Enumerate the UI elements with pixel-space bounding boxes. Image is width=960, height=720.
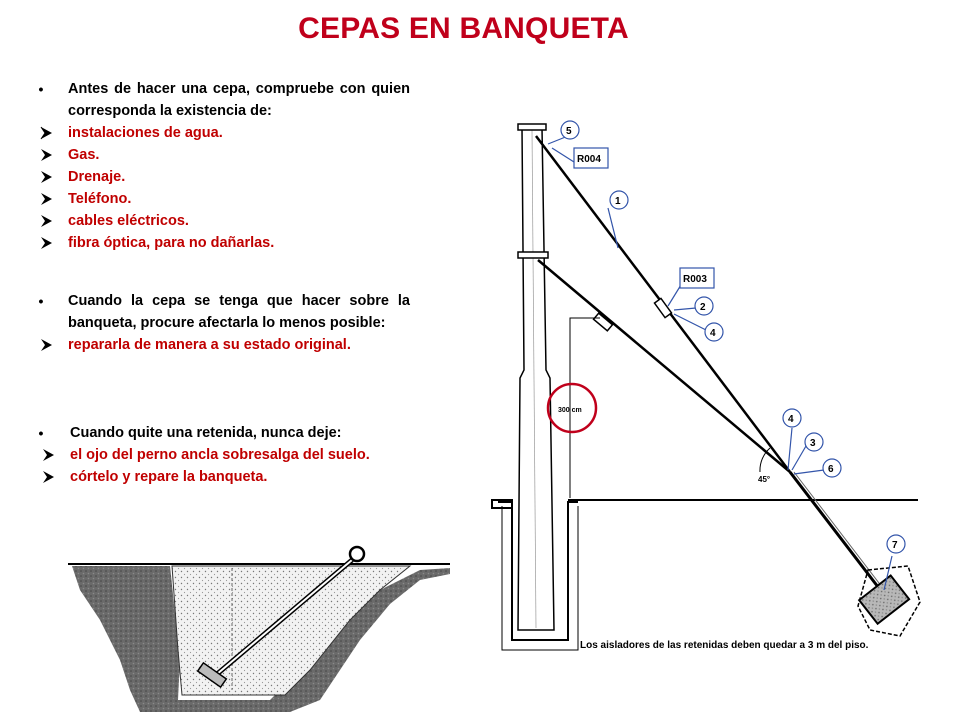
sub-item: repararla de manera a su estado original… xyxy=(36,334,410,356)
height-highlight-circle xyxy=(546,382,598,434)
callout-4-lower: 4 xyxy=(788,414,794,425)
callout-5: 5 xyxy=(566,126,572,137)
callout-4-upper: 4 xyxy=(710,328,716,339)
arrow-bullet-icon xyxy=(43,449,54,461)
sub-item: el ojo del perno ancla sobresalga del su… xyxy=(36,444,410,466)
sub-item-text: Drenaje. xyxy=(68,169,126,185)
sub-item: córtelo y repare la banqueta. xyxy=(36,466,410,488)
anchor-rod-edge xyxy=(793,471,893,601)
arrow-bullet-icon xyxy=(40,126,52,140)
bullet-text: Cuando quite una retenida, nunca deje: xyxy=(70,425,342,441)
diagram-caption: Los aisladores de las retenidas deben qu… xyxy=(580,640,869,651)
sub-item-text: córtelo y repare la banqueta. xyxy=(70,469,268,485)
sub-item-text: el ojo del perno ancla sobresalga del su… xyxy=(70,447,370,463)
sub-item-text: instalaciones de agua. xyxy=(68,125,223,141)
sub-item-text: cables eléctricos. xyxy=(68,213,189,229)
page-title: CEPAS EN BANQUETA xyxy=(298,12,629,45)
sub-item-text: fibra óptica, para no dañarlas. xyxy=(68,235,275,251)
sub-item: fibra óptica, para no dañarlas. xyxy=(36,232,410,254)
height-dimension-line xyxy=(569,317,600,498)
arrow-bullet-icon xyxy=(41,171,52,183)
pole-pit-outline xyxy=(501,506,579,651)
sub-item-text: repararla de manera a su estado original… xyxy=(68,337,351,353)
bullet-text: Cuando la cepa se tenga que hacer sobre … xyxy=(68,293,410,331)
section-sidewalk: • Cuando la cepa se tenga que hacer sobr… xyxy=(36,290,410,356)
pole-lower-crossarm xyxy=(517,251,549,259)
section-guy-removal: • Cuando quite una retenida, nunca deje:… xyxy=(36,422,410,488)
pole-pit xyxy=(498,501,578,641)
lower-guy-wire xyxy=(537,259,791,473)
angle-label: 45° xyxy=(758,475,770,484)
anchor-block xyxy=(857,574,911,626)
sub-item-text: Gas. xyxy=(68,147,100,163)
sub-item: Teléfono. xyxy=(36,188,410,210)
sub-item: Gas. xyxy=(36,144,410,166)
lower-insulator xyxy=(592,312,614,332)
section-utilities-check: • Antes de hacer una cepa, compruebe con… xyxy=(36,78,410,254)
arrow-bullet-icon xyxy=(41,215,52,227)
sub-item: Drenaje. xyxy=(36,166,410,188)
angle-arc xyxy=(759,447,771,473)
utility-pole xyxy=(517,127,555,631)
arrow-bullet-icon xyxy=(41,237,52,249)
arrow-bullet-icon xyxy=(41,149,52,161)
bullet-item: • Cuando la cepa se tenga que hacer sobr… xyxy=(36,290,410,334)
upper-insulator xyxy=(653,297,673,319)
arrow-bullet-icon xyxy=(41,339,52,351)
anchor-eye xyxy=(348,545,366,563)
callout-6: 6 xyxy=(828,464,834,475)
callout-3: 3 xyxy=(810,438,816,449)
anchor-rod-main xyxy=(788,471,890,601)
sub-item: cables eléctricos. xyxy=(36,210,410,232)
bullet-dot-icon: • xyxy=(38,81,44,97)
ground-surface xyxy=(491,499,918,509)
callout-r004: R004 xyxy=(577,154,601,165)
callout-bubbles: 5 R004 1 R003 2 4 4 3 6 7 xyxy=(560,120,906,554)
arrow-bullet-icon xyxy=(43,471,54,483)
callout-r003: R003 xyxy=(683,274,707,285)
callouts xyxy=(547,135,893,591)
soil-mass xyxy=(72,566,450,712)
anchor-pit-outline xyxy=(857,565,921,637)
anchor-pit-illustration xyxy=(68,545,450,712)
height-label: 300 cm xyxy=(558,407,582,414)
bullet-item: • Cuando quite una retenida, nunca deje: xyxy=(36,422,410,444)
callout-2: 2 xyxy=(700,302,706,313)
pole-top-crossarm xyxy=(517,123,547,131)
sub-item: instalaciones de agua. xyxy=(36,122,410,144)
anchor-rod-inner xyxy=(209,559,353,681)
pole-center-line xyxy=(531,129,537,629)
arrow-bullet-icon xyxy=(41,193,52,205)
bullet-dot-icon: • xyxy=(38,293,44,309)
callout-7: 7 xyxy=(892,540,898,551)
anchor-plate xyxy=(196,661,228,689)
callout-1: 1 xyxy=(615,196,621,207)
bullet-dot-icon: • xyxy=(38,425,44,441)
bullet-text: Antes de hacer una cepa, compruebe con q… xyxy=(68,81,410,119)
pole-guy-diagram: 300 cm 45° 5 R004 1 R003 2 4 4 xyxy=(491,120,921,651)
sub-item-text: Teléfono. xyxy=(68,191,132,207)
bullet-item: • Antes de hacer una cepa, compruebe con… xyxy=(36,78,410,122)
